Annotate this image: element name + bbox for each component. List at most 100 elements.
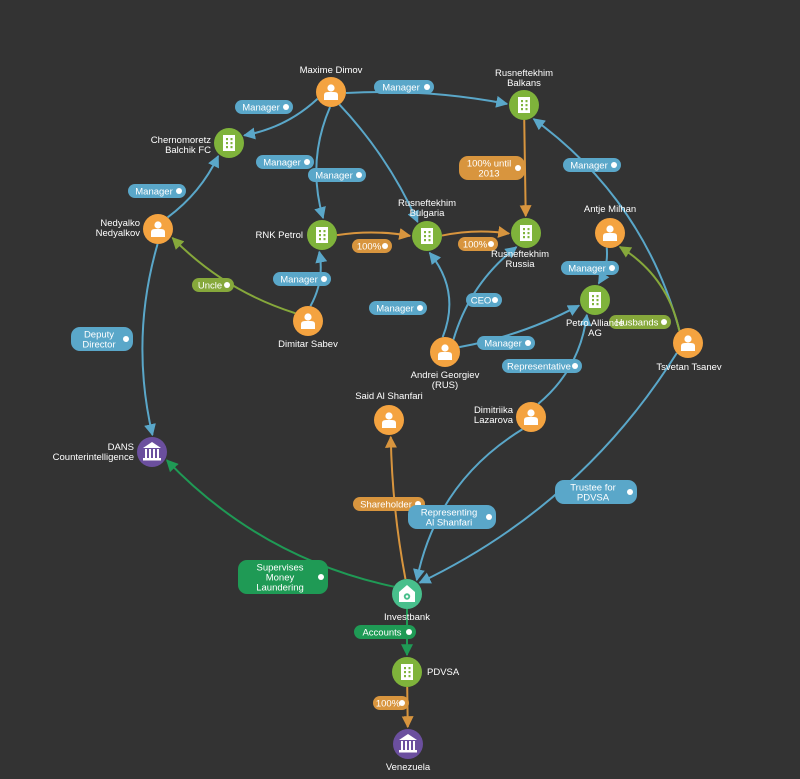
edge-rusbulgaria-to-rusrussia[interactable] — [441, 226, 511, 238]
node-venezuela-circle[interactable] — [393, 729, 423, 759]
edge-label-pill[interactable] — [466, 293, 502, 307]
edge-label-accounts[interactable]: Accounts — [354, 625, 416, 639]
node-tsvetan[interactable]: Tsvetan Tsanev — [656, 328, 722, 373]
edge-rnkpetrol-to-rusbulgaria[interactable] — [336, 228, 412, 240]
node-dimitar-name: Dimitar Sabev — [278, 339, 338, 350]
edge-label-text: Manager — [242, 103, 280, 114]
edge-maxime-to-rusbulgaria[interactable] — [338, 103, 419, 223]
edge-label-manager[interactable]: Manager — [563, 158, 621, 172]
edge-dimitriika-to-investbank[interactable] — [413, 428, 523, 582]
edge-label-pill[interactable] — [238, 560, 328, 594]
node-said[interactable]: Said Al Shanfari — [355, 391, 423, 435]
edge-label-100[interactable]: 100% — [352, 239, 392, 253]
node-rnkpetrol[interactable]: RNK Petrol — [255, 220, 337, 250]
node-dans-circle[interactable] — [137, 437, 167, 467]
edge-label-text: Shareholder — [360, 500, 412, 511]
building-icon — [520, 225, 532, 241]
edge-label-manager[interactable]: Manager — [561, 261, 619, 275]
edge-label-text: Manager — [135, 187, 173, 198]
edge-maxime-to-chernomoretz[interactable] — [243, 97, 319, 140]
edge-label-manager[interactable]: Manager — [308, 168, 366, 182]
node-said-name: Said Al Shanfari — [355, 391, 423, 402]
edge-tsvetan-to-rusbalkans[interactable] — [532, 118, 681, 331]
edge-label-manager[interactable]: Manager — [477, 336, 535, 350]
building-icon — [223, 135, 235, 151]
edge-label-pill[interactable] — [235, 100, 293, 114]
edge-label-dot-icon — [382, 243, 388, 249]
node-andrei[interactable]: Andrei Georgiev(RUS) — [411, 337, 480, 391]
edge-label-pill[interactable] — [308, 168, 366, 182]
edge-label-pill[interactable] — [256, 155, 314, 169]
edge-label-manager[interactable]: Manager — [235, 100, 293, 114]
edge-label-pill[interactable] — [352, 239, 392, 253]
edge-label-pill[interactable] — [555, 480, 637, 504]
edge-label-pill[interactable] — [563, 158, 621, 172]
edge-label-100[interactable]: 100% — [458, 237, 498, 251]
edge-label-pill[interactable] — [458, 237, 498, 251]
node-investbank-name: Investbank — [384, 612, 430, 623]
edge-label-pill[interactable] — [502, 359, 582, 373]
node-maxime[interactable]: Maxime Dimov — [300, 65, 363, 107]
edge-label-dot-icon — [406, 629, 412, 635]
edge-label-100[interactable]: 100% — [373, 696, 409, 710]
edge-andrei-to-rusrussia[interactable] — [452, 246, 518, 340]
edge-andrei-to-petro[interactable] — [458, 304, 580, 349]
node-antje[interactable]: Antje Milhan — [584, 204, 636, 248]
edge-nedyalko-to-chernomoretz[interactable] — [166, 155, 220, 219]
edge-label-husbands[interactable]: Husbands — [609, 315, 671, 329]
edge-nedyalko-to-dans[interactable] — [141, 243, 159, 437]
edge-label-pill[interactable] — [369, 301, 427, 315]
edge-label-pill[interactable] — [459, 156, 525, 180]
person-icon — [301, 313, 315, 329]
edge-label-pill[interactable] — [561, 261, 619, 275]
node-pdvsa[interactable]: PDVSA — [392, 657, 460, 687]
government-building-icon — [399, 734, 417, 753]
edge-label-text: Representative — [507, 362, 571, 373]
edge-tsvetan-to-investbank[interactable] — [418, 352, 678, 584]
edge-label-pill[interactable] — [373, 696, 409, 710]
edge-label-pill[interactable] — [273, 272, 331, 286]
edge-label-pill[interactable] — [609, 315, 671, 329]
edge-label-text: Manager — [315, 171, 353, 182]
edge-label-representative[interactable]: Representative — [502, 359, 582, 373]
edge-label-pill[interactable] — [408, 505, 496, 529]
edge-label-pill[interactable] — [353, 497, 425, 511]
node-investbank[interactable]: Investbank — [384, 579, 430, 623]
edge-label-manager[interactable]: Manager — [273, 272, 331, 286]
edge-label-dot-icon — [283, 104, 289, 110]
edge-label-uncle[interactable]: Uncle — [192, 278, 234, 292]
edge-label-manager[interactable]: Manager — [256, 155, 314, 169]
edge-tsvetan-to-antje[interactable] — [618, 246, 681, 331]
edge-label-manager[interactable]: Manager — [128, 184, 186, 198]
edge-label-dot-icon — [356, 172, 362, 178]
edge-label-manager[interactable]: Manager — [374, 80, 434, 94]
edge-label-ceo[interactable]: CEO — [466, 293, 502, 307]
edge-label-pill[interactable] — [477, 336, 535, 350]
edge-investbank-to-dans[interactable] — [166, 459, 395, 588]
building-icon — [518, 97, 530, 113]
edge-label-pill[interactable] — [354, 625, 416, 639]
node-dimitar[interactable]: Dimitar Sabev — [278, 306, 338, 350]
edge-label-manager[interactable]: Manager — [369, 301, 427, 315]
edge-maxime-to-rnkpetrol[interactable] — [314, 106, 331, 220]
edge-label-pill[interactable] — [71, 327, 133, 351]
node-venezuela[interactable]: Venezuela — [386, 729, 431, 773]
edge-andrei-to-rusbulgaria[interactable] — [428, 251, 451, 338]
edge-label-pill[interactable] — [128, 184, 186, 198]
edge-label-pill[interactable] — [192, 278, 234, 292]
edge-label-pill[interactable] — [374, 80, 434, 94]
